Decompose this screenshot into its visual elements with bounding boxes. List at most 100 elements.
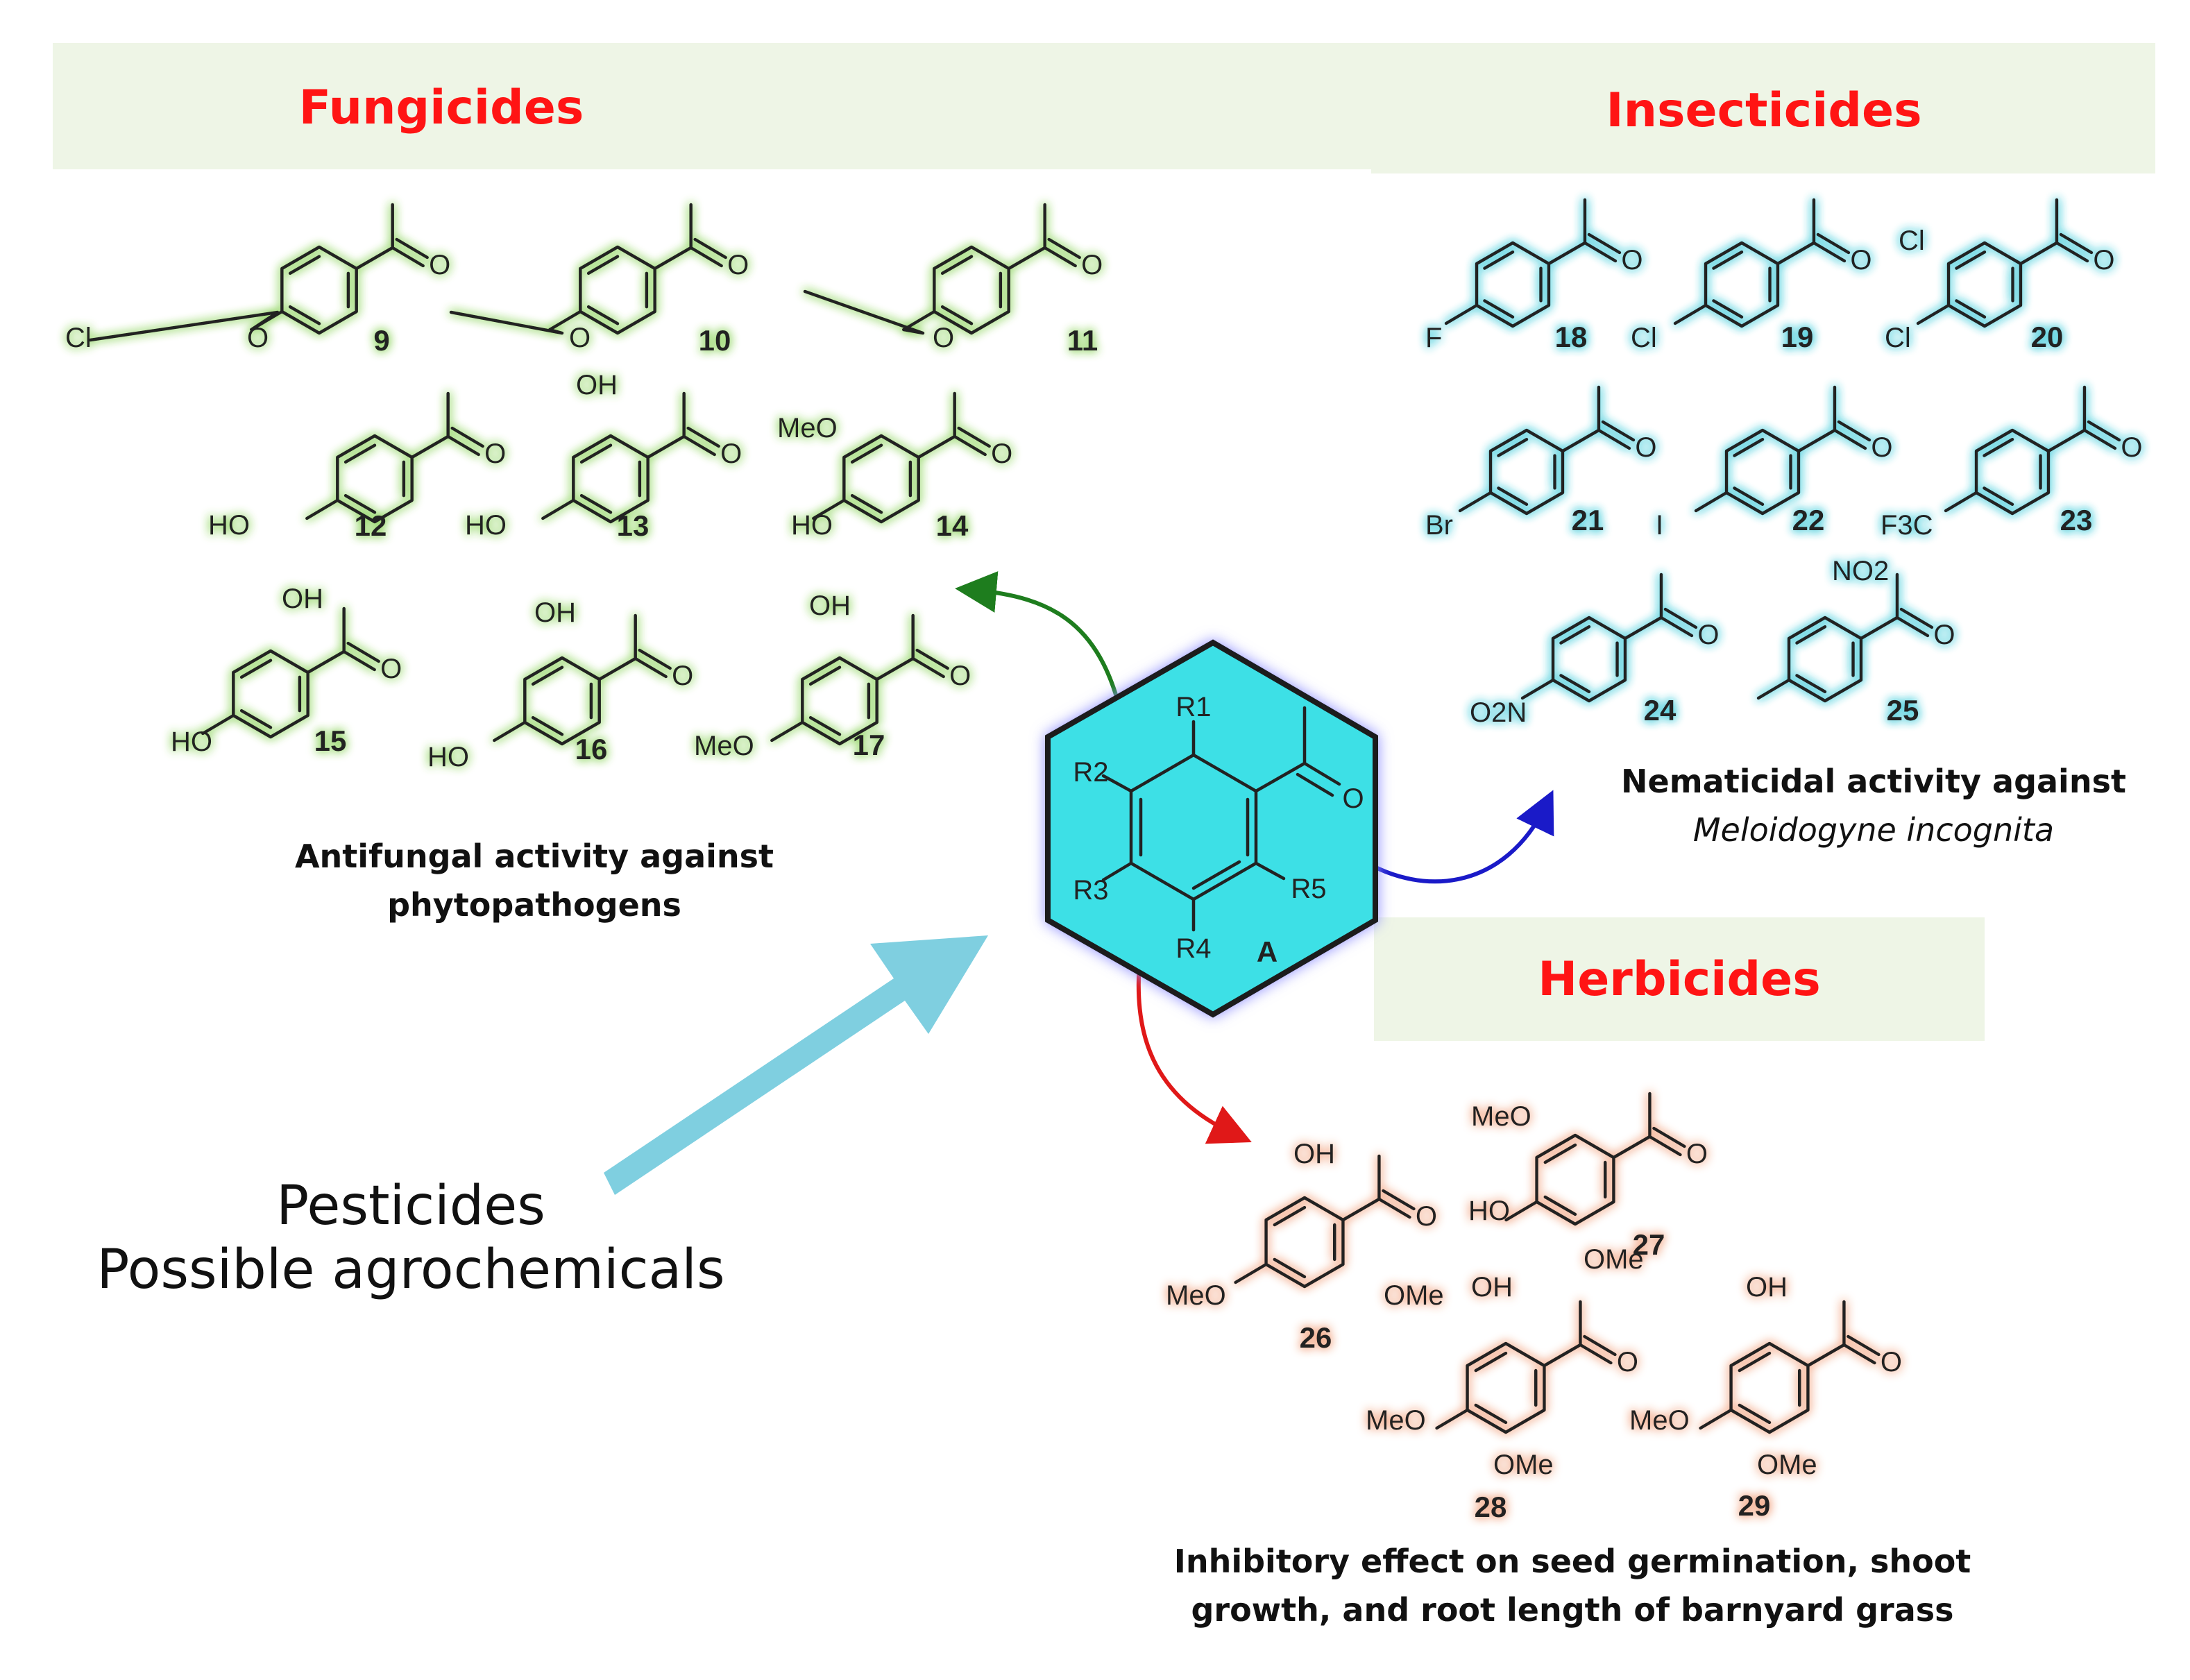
- arrow-to-insecticides: [1350, 790, 1554, 884]
- arrow-to-herbicides: [1136, 949, 1252, 1144]
- compound-16-label-0: OH: [534, 597, 576, 628]
- compound-15-label-0: OH: [282, 584, 323, 614]
- core-structure: [1101, 706, 1341, 932]
- compound-16-carbonyl-o: O: [672, 661, 693, 691]
- compound-number-22: 22: [1792, 504, 1825, 536]
- compound-27-carbonyl-o: O: [1686, 1139, 1708, 1169]
- compound-number-29: 29: [1738, 1489, 1771, 1522]
- compound-29-label-1: MeO: [1629, 1405, 1690, 1436]
- big-arrow: [604, 935, 988, 1195]
- compound-20-label-1: Cl: [1885, 323, 1911, 353]
- compound-14-label-0: MeO: [777, 413, 838, 443]
- compound-13-carbonyl-o: O: [720, 439, 742, 469]
- compound-27-label-0: MeO: [1471, 1101, 1531, 1132]
- compound-15: O OH HO 15: [171, 584, 402, 757]
- compound-17-carbonyl-o: O: [949, 661, 971, 691]
- compound-22-carbonyl-o: O: [1871, 432, 1892, 463]
- compound-11-label-0: O: [933, 323, 954, 353]
- compound-9-label-1: O: [247, 323, 269, 353]
- nematicidal-caption-line2: Meloidogyne incognita: [1693, 811, 2054, 849]
- compound-19-carbonyl-o: O: [1850, 245, 1871, 275]
- compound-number-13: 13: [617, 509, 650, 542]
- compound-number-15: 15: [314, 724, 347, 757]
- compound-12-label-0: HO: [208, 510, 250, 541]
- compound-25-carbonyl-o: O: [1933, 620, 1955, 650]
- compound-29: O OH MeO OMe 29: [1629, 1272, 1902, 1522]
- compound-number-18: 18: [1555, 321, 1588, 353]
- compound-number-19: 19: [1781, 321, 1814, 353]
- compound-28-label-2: OMe: [1493, 1450, 1554, 1480]
- core-r3: R3: [1073, 875, 1108, 906]
- compound-13: O OH HO 13: [465, 370, 742, 542]
- insecticides-banner: [1371, 43, 2155, 173]
- compound-25-label-0: NO2: [1832, 556, 1889, 586]
- compound-number-25: 25: [1887, 694, 1919, 727]
- compound-22: O I 22: [1656, 385, 1893, 541]
- compound-23-label-0: F3C: [1881, 510, 1933, 541]
- compound-19-label-0: Cl: [1631, 323, 1657, 353]
- compound-number-11: 11: [1067, 324, 1098, 357]
- compound-12: O HO 12: [208, 391, 506, 542]
- core-scaffold-A: [1045, 639, 1378, 1018]
- compound-10-carbonyl-o: O: [727, 250, 749, 280]
- core-r1: R1: [1175, 692, 1211, 722]
- insecticides-title: Insecticides: [1606, 83, 1921, 138]
- compound-15-label-1: HO: [171, 727, 212, 757]
- compound-11-carbonyl-o: O: [1081, 250, 1103, 280]
- compound-number-27: 27: [1633, 1228, 1665, 1261]
- compound-23-carbonyl-o: O: [2121, 432, 2142, 463]
- compound-number-26: 26: [1300, 1321, 1332, 1354]
- compound-20-carbonyl-o: O: [2093, 245, 2114, 275]
- compound-29-label-0: OH: [1746, 1272, 1788, 1303]
- compound-number-10: 10: [699, 324, 731, 357]
- compound-28-label-0: OH: [1471, 1272, 1513, 1303]
- fungicides-title: Fungicides: [299, 80, 584, 135]
- compound-17-label-1: MeO: [694, 731, 754, 761]
- compound-24-carbonyl-o: O: [1697, 620, 1719, 650]
- compound-number-9: 9: [373, 324, 389, 357]
- compound-26-label-1: MeO: [1166, 1280, 1226, 1311]
- compound-number-12: 12: [355, 509, 387, 542]
- herbicides-banner: [1374, 917, 1985, 1041]
- core-r4: R4: [1175, 933, 1211, 964]
- antifungal-caption-line1: Antifungal activity against: [295, 838, 774, 875]
- compound-12-carbonyl-o: O: [484, 439, 506, 469]
- compound-11: O O 11: [803, 203, 1103, 357]
- nematicidal-caption-line1: Nematicidal activity against: [1621, 763, 2126, 800]
- inhibitory-caption-line1: Inhibitory effect on seed germination, s…: [1174, 1543, 1971, 1580]
- compound-14-carbonyl-o: O: [991, 439, 1012, 469]
- compound-15-carbonyl-o: O: [380, 654, 402, 684]
- compound-21-carbonyl-o: O: [1635, 432, 1656, 463]
- compound-18-carbonyl-o: O: [1621, 245, 1642, 275]
- compound-22-label-0: I: [1656, 510, 1663, 541]
- agrochemicals-text: Possible agrochemicals: [96, 1239, 724, 1301]
- compound-number-14: 14: [936, 509, 969, 542]
- compound-19: O Cl 19: [1631, 198, 1872, 353]
- arrow-to-fungicides: [955, 571, 1126, 728]
- compound-26-carbonyl-o: O: [1416, 1201, 1437, 1232]
- compound-number-23: 23: [2060, 504, 2093, 536]
- compound-17-label-0: OH: [809, 591, 851, 621]
- compound-number-20: 20: [2031, 321, 2064, 353]
- inhibitory-caption-line2: growth, and root length of barnyard gras…: [1191, 1591, 1953, 1629]
- compound-29-carbonyl-o: O: [1881, 1347, 1902, 1377]
- compound-29-label-2: OMe: [1757, 1450, 1817, 1480]
- compound-13-label-0: OH: [576, 370, 618, 400]
- compound-13-label-1: HO: [465, 510, 507, 541]
- core-oxygen: O: [1342, 783, 1364, 814]
